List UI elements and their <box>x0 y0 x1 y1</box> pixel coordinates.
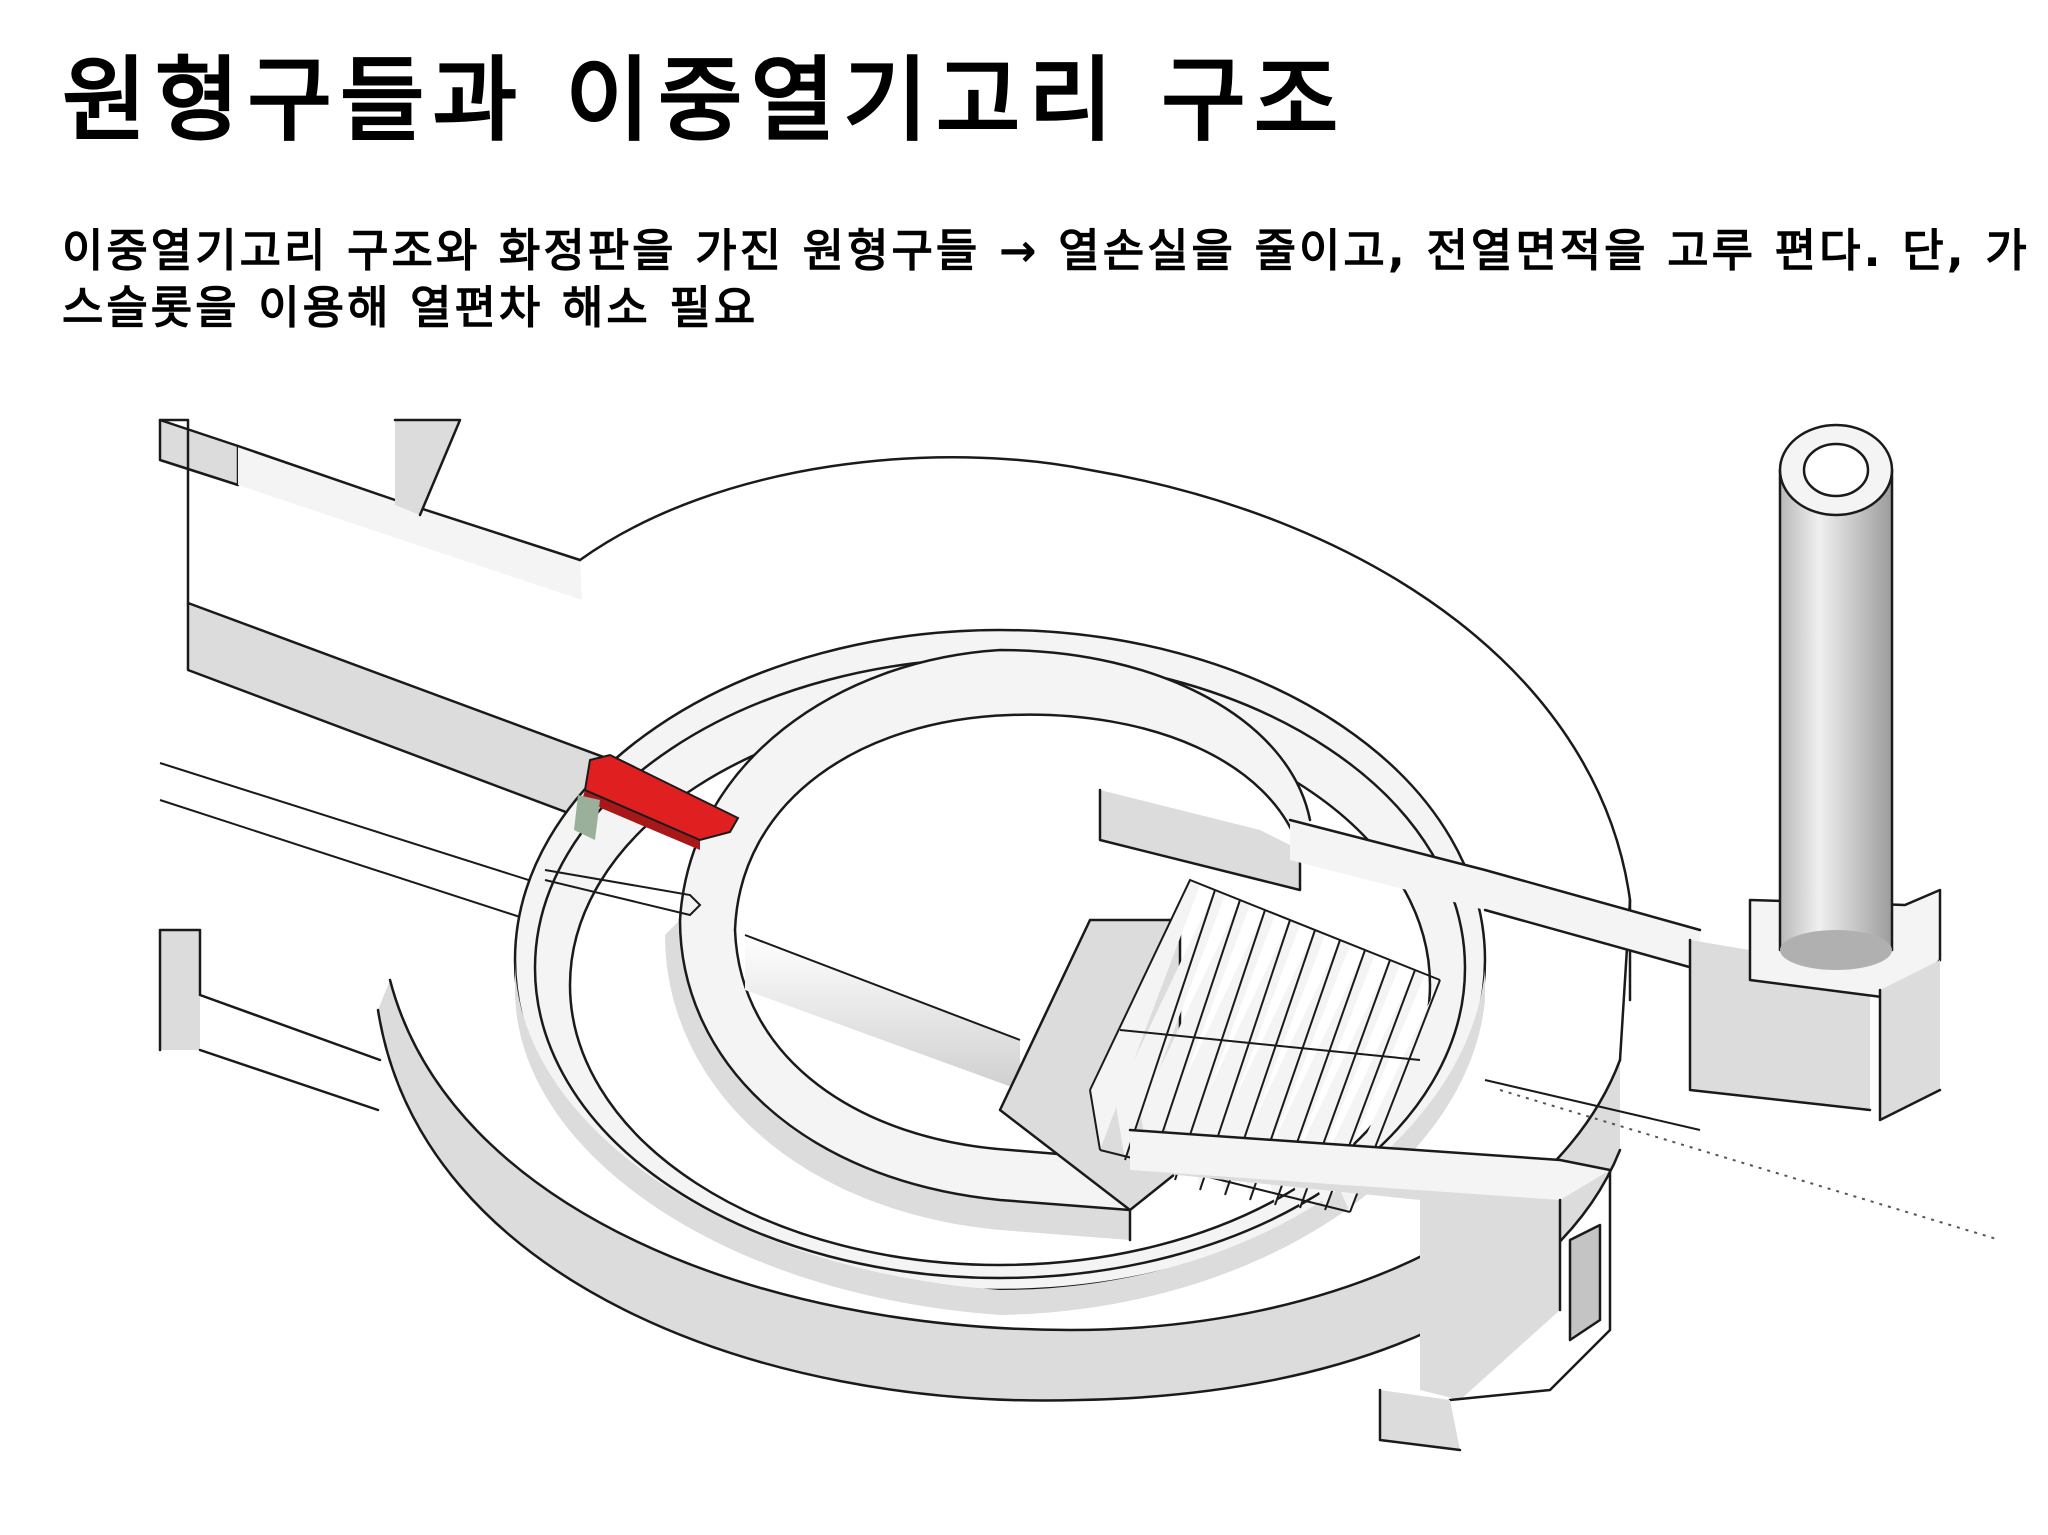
lower-duct-right <box>1128 1128 1612 1452</box>
fins <box>1089 878 1450 1213</box>
inner-bar <box>744 934 1021 1090</box>
chimney-pipe <box>1778 423 1894 970</box>
slide-description: 이중열기고리 구조와 화정판을 가진 원형구들 → 열손실을 줄이고, 전열면적… <box>62 224 2030 335</box>
fin-block <box>998 878 1450 1213</box>
gas-slot-red <box>544 753 740 917</box>
lower-duct-left <box>158 928 382 1112</box>
slide-title: 원형구들과 이중열기고리 구조 <box>62 47 1347 154</box>
